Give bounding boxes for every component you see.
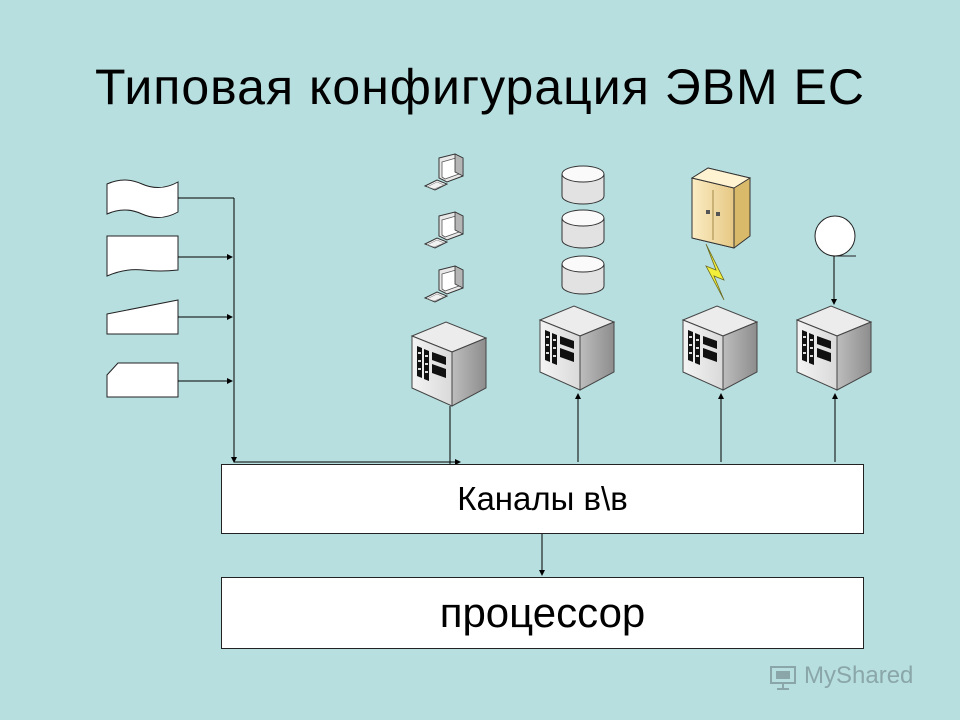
processor-box: процессор: [221, 577, 864, 649]
punch-tape-shape: [106, 179, 179, 218]
computer-terminal-icon: [424, 211, 464, 249]
disk-drive-icon: [561, 165, 605, 205]
presentation-icon: [770, 666, 796, 690]
disk-drive-icon: [561, 209, 605, 249]
computer-terminal-icon: [424, 265, 464, 303]
io-controller-icon: [411, 321, 487, 407]
io-channels-box: Каналы в\в: [221, 464, 864, 534]
computer-terminal-icon: [424, 153, 464, 191]
io-controller-icon: [539, 305, 615, 391]
card-shape: [106, 362, 179, 398]
lightning-icon: [705, 243, 725, 301]
disk-drive-icon: [561, 255, 605, 295]
processor-label: процессор: [439, 589, 646, 636]
server-cabinet-icon: [690, 167, 752, 249]
manual-input-shape: [106, 299, 179, 335]
page-title: Типовая конфигурация ЭВМ ЕС: [95, 59, 865, 115]
document-shape: [106, 235, 179, 277]
io-controller-icon: [682, 305, 758, 391]
io-controller-icon: [796, 305, 872, 391]
magnetic-tape-icon: [814, 215, 856, 257]
watermark: MyShared: [768, 658, 913, 694]
io-channels-label: Каналы в\в: [457, 480, 628, 517]
watermark-text: MyShared: [804, 662, 914, 689]
